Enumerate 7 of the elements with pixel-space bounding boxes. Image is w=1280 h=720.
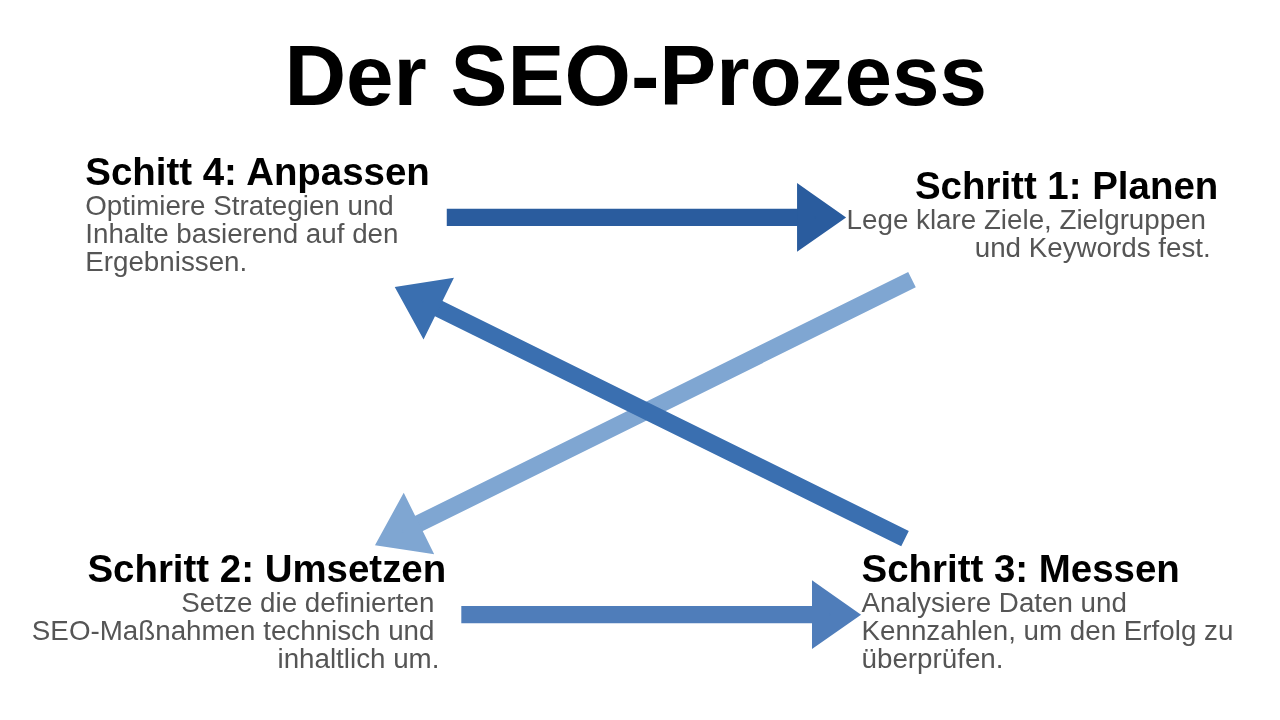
node-text: Schritt 1: Planen Lege klare Ziele, Zielgruppen und Keywords fest. [846, 163, 1219, 263]
diagram-title: Der SEO-Prozess [284, 27, 987, 123]
arrow [461, 579, 862, 649]
node-text: Schitt 4: Anpassen Optimiere Strategien und Inhalte basierend auf den Ergebnissen. [85, 149, 430, 277]
node-text: Schritt 3: Messen Analysiere Daten und Kennzahlen, um den Erfolg zu überprüfen. [861, 546, 1234, 674]
arrow [446, 182, 847, 252]
node-text: Schritt 2: Umsetzen Setze die definierten SEO-Maßnahmen technisch und inhaltlich um. [31, 546, 447, 674]
